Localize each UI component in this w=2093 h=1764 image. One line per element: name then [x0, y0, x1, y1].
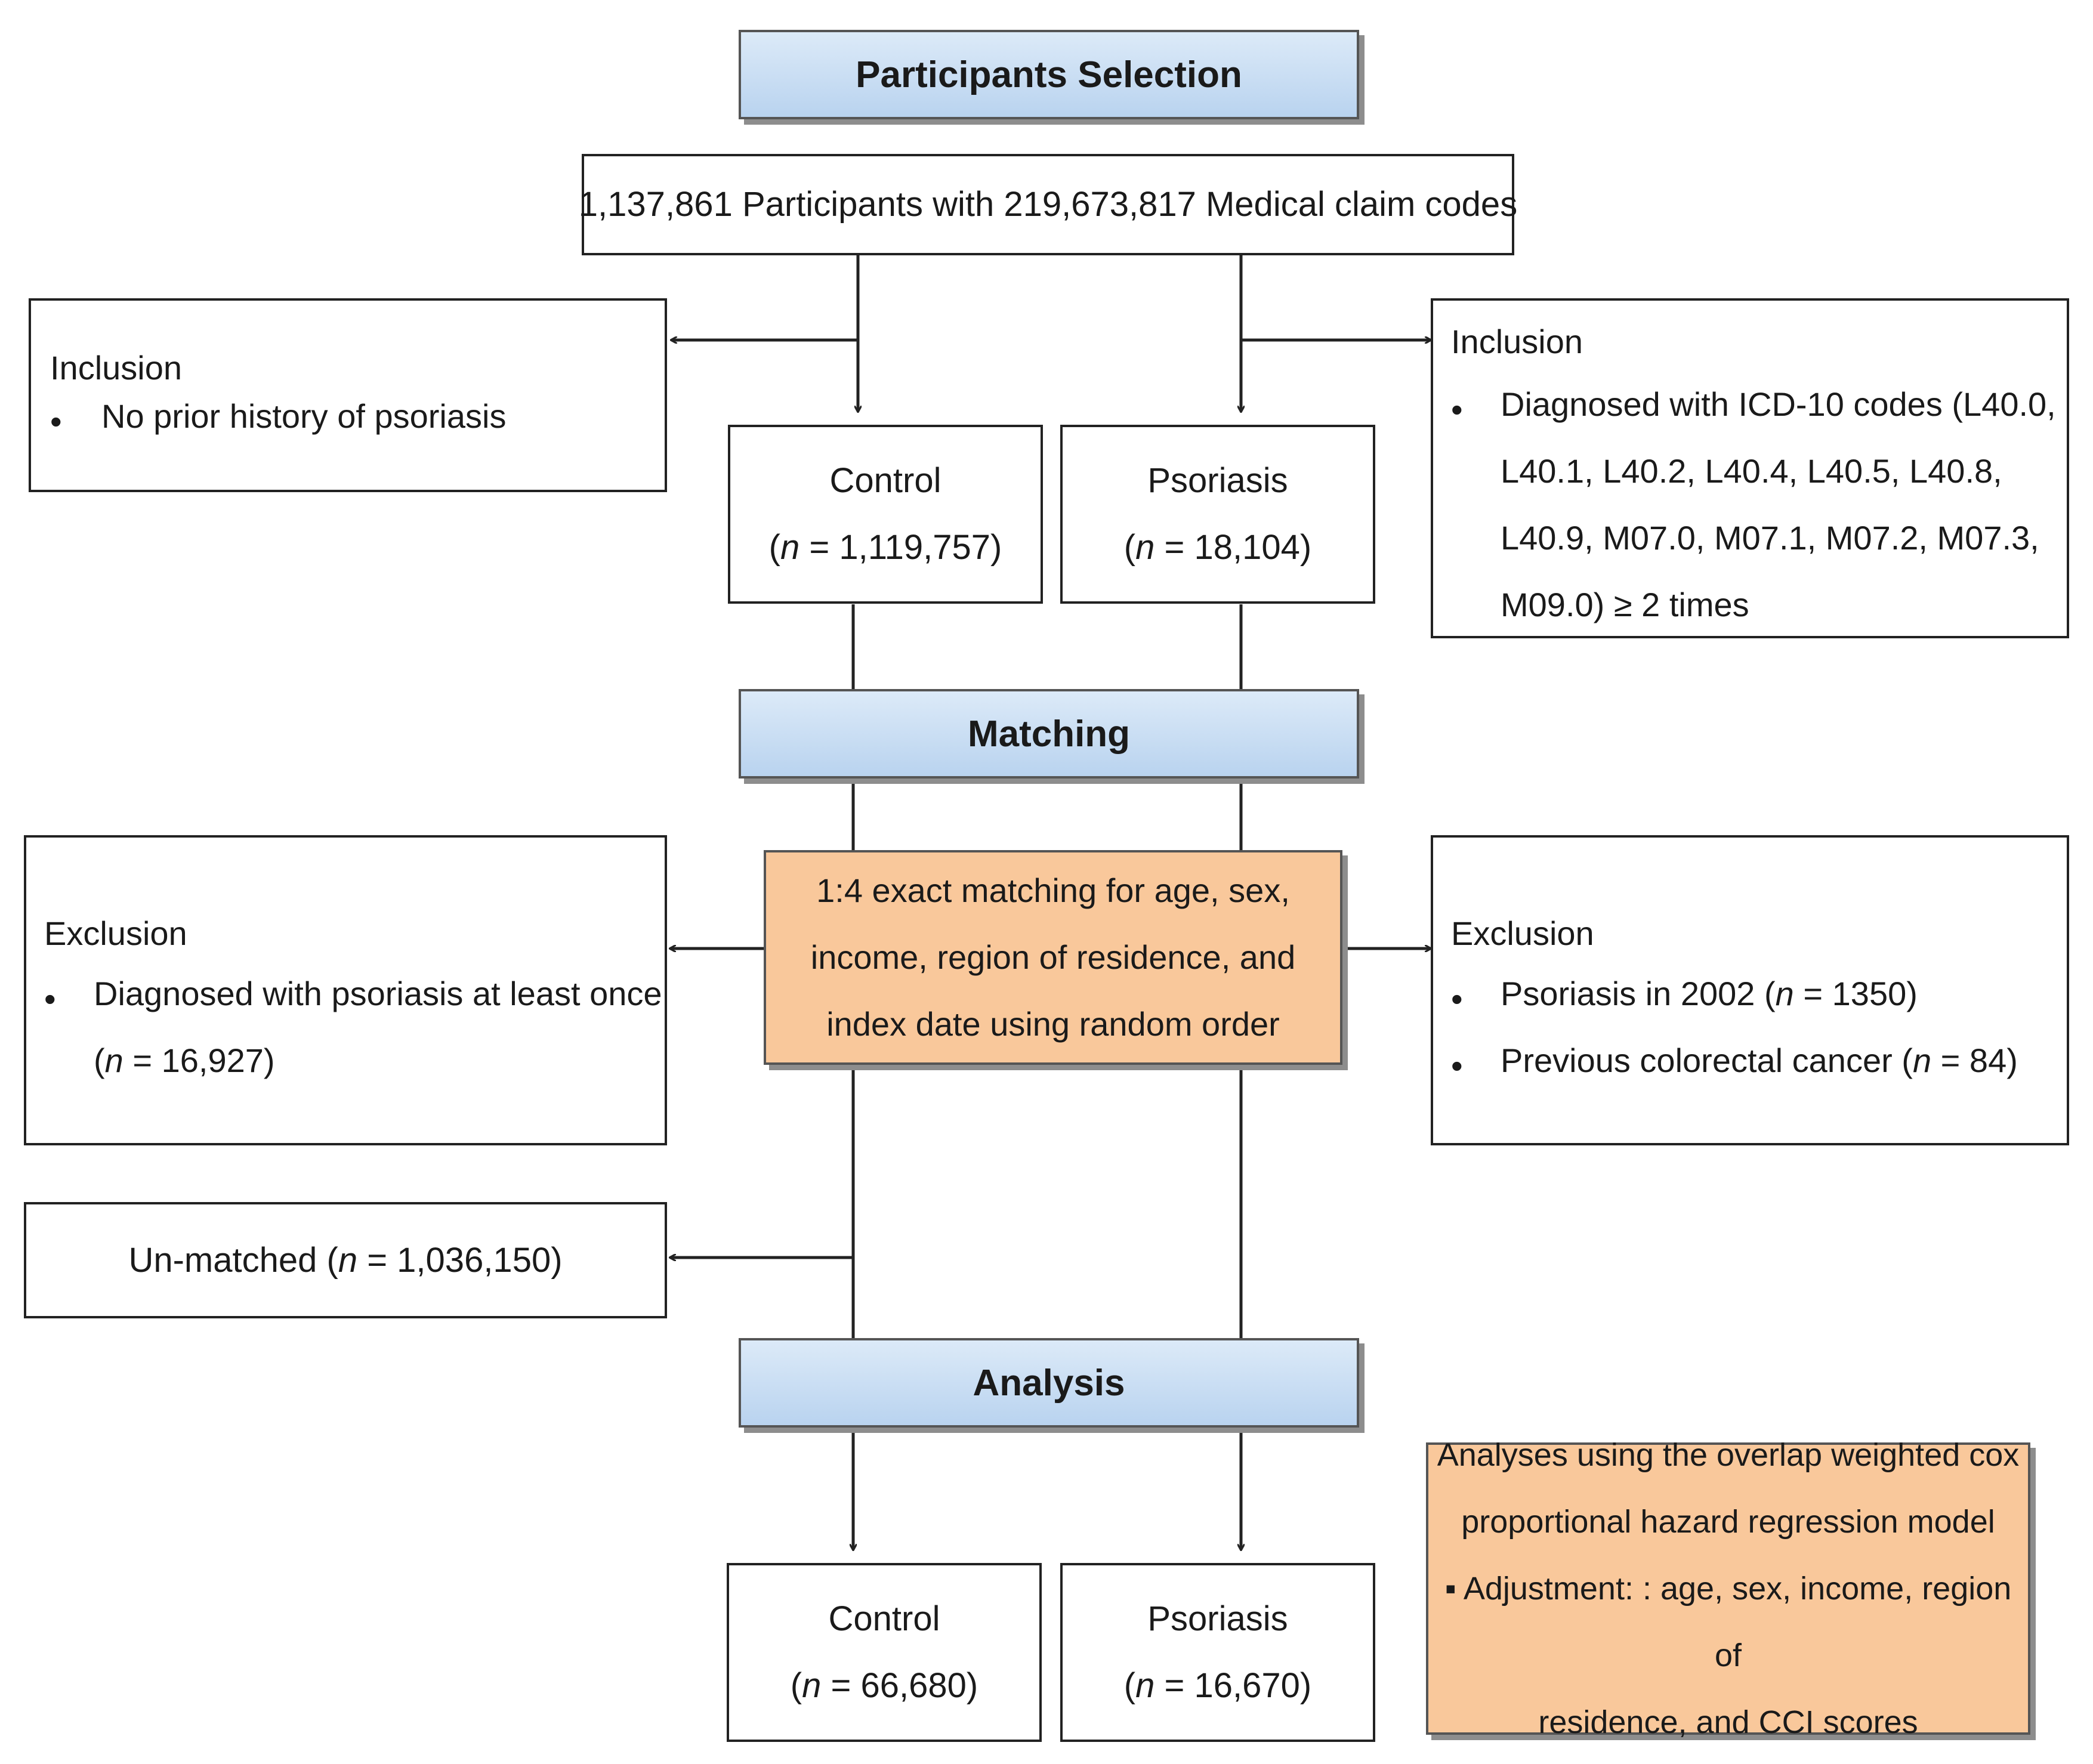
control-final-box: Control (n = 66,680) [727, 1563, 1042, 1742]
exclusion-right-item-1: Psoriasis in 2002 (n = 1350) [1501, 975, 1918, 1012]
participants-box: 1,137,861 Participants with 219,673,817 … [578, 154, 1518, 255]
participants-text: 1,137,861 Participants with 219,673,817 … [578, 185, 1518, 224]
matching-line-1: 1:4 exact matching for age, sex, [816, 872, 1290, 909]
exclusion-right-item-2: Previous colorectal cancer (n = 84) [1501, 1042, 2018, 1079]
unmatched-text: Un-matched (n = 1,036,150) [128, 1240, 563, 1280]
exclusion-left-box: Exclusion • Diagnosed with psoriasis at … [24, 835, 667, 1145]
header-matching-text: Matching [967, 713, 1131, 755]
analysis-line-4: residence, and CCI scores [1538, 1704, 1918, 1740]
analysis-model-box: Analyses using the overlap weighted cox … [1426, 1437, 2030, 1740]
inclusion-left-title: Inclusion [50, 349, 183, 387]
bullet-icon: • [1451, 391, 1463, 428]
exclusion-left-line-1: Diagnosed with psoriasis at least once [94, 975, 662, 1012]
bullet-icon: • [44, 980, 56, 1018]
analysis-line-3: ▪ Adjustment: : age, sex, income, region… [1444, 1571, 2012, 1673]
psoriasis-final-n: (n = 16,670) [1123, 1666, 1312, 1705]
control-initial-box: Control (n = 1,119,757) [728, 425, 1043, 604]
header-analysis-text: Analysis [973, 1362, 1125, 1404]
psoriasis-final-box: Psoriasis (n = 16,670) [1060, 1563, 1375, 1742]
inclusion-left-item: No prior history of psoriasis [101, 397, 507, 435]
analysis-line-1: Analyses using the overlap weighted cox [1437, 1437, 2020, 1473]
inclusion-right-box: Inclusion • Diagnosed with ICD-10 codes … [1431, 298, 2069, 638]
bullet-icon: • [50, 403, 62, 440]
inclusion-left-box: Inclusion • No prior history of psoriasi… [29, 298, 667, 492]
header-matching: Matching [739, 689, 1359, 778]
inclusion-right-line-4: M09.0) ≥ 2 times [1501, 586, 1749, 623]
inclusion-right-title: Inclusion [1451, 323, 1583, 360]
control-initial-label: Control [829, 461, 941, 500]
exclusion-left-line-2: (n = 16,927) [94, 1042, 275, 1079]
exclusion-left-title: Exclusion [44, 915, 187, 952]
psoriasis-initial-box: Psoriasis (n = 18,104) [1060, 425, 1375, 604]
header-participants-selection: Participants Selection [739, 30, 1359, 119]
psoriasis-initial-n: (n = 18,104) [1123, 528, 1312, 567]
inclusion-right-line-1: Diagnosed with ICD-10 codes (L40.0, [1501, 385, 2056, 423]
control-final-n: (n = 66,680) [790, 1666, 978, 1705]
control-final-label: Control [828, 1599, 940, 1638]
matching-line-2: income, region of residence, and [810, 938, 1296, 976]
header-analysis: Analysis [739, 1338, 1359, 1428]
analysis-line-2: proportional hazard regression model [1461, 1504, 1995, 1540]
header-participants-selection-text: Participants Selection [856, 54, 1242, 95]
control-initial-n: (n = 1,119,757) [768, 528, 1002, 567]
matching-criteria-box: 1:4 exact matching for age, sex, income,… [764, 850, 1342, 1065]
exclusion-right-box: Exclusion • Psoriasis in 2002 (n = 1350)… [1431, 835, 2069, 1145]
unmatched-box: Un-matched (n = 1,036,150) [24, 1202, 667, 1318]
exclusion-right-title: Exclusion [1451, 915, 1594, 952]
psoriasis-initial-label: Psoriasis [1147, 461, 1288, 500]
bullet-icon: • [1451, 1047, 1463, 1085]
bullet-icon: • [1451, 980, 1463, 1018]
inclusion-right-line-2: L40.1, L40.2, L40.4, L40.5, L40.8, [1501, 452, 2002, 490]
matching-line-3: index date using random order [826, 1005, 1280, 1043]
inclusion-right-line-3: L40.9, M07.0, M07.1, M07.2, M07.3, [1501, 519, 2039, 557]
psoriasis-final-label: Psoriasis [1147, 1599, 1288, 1638]
